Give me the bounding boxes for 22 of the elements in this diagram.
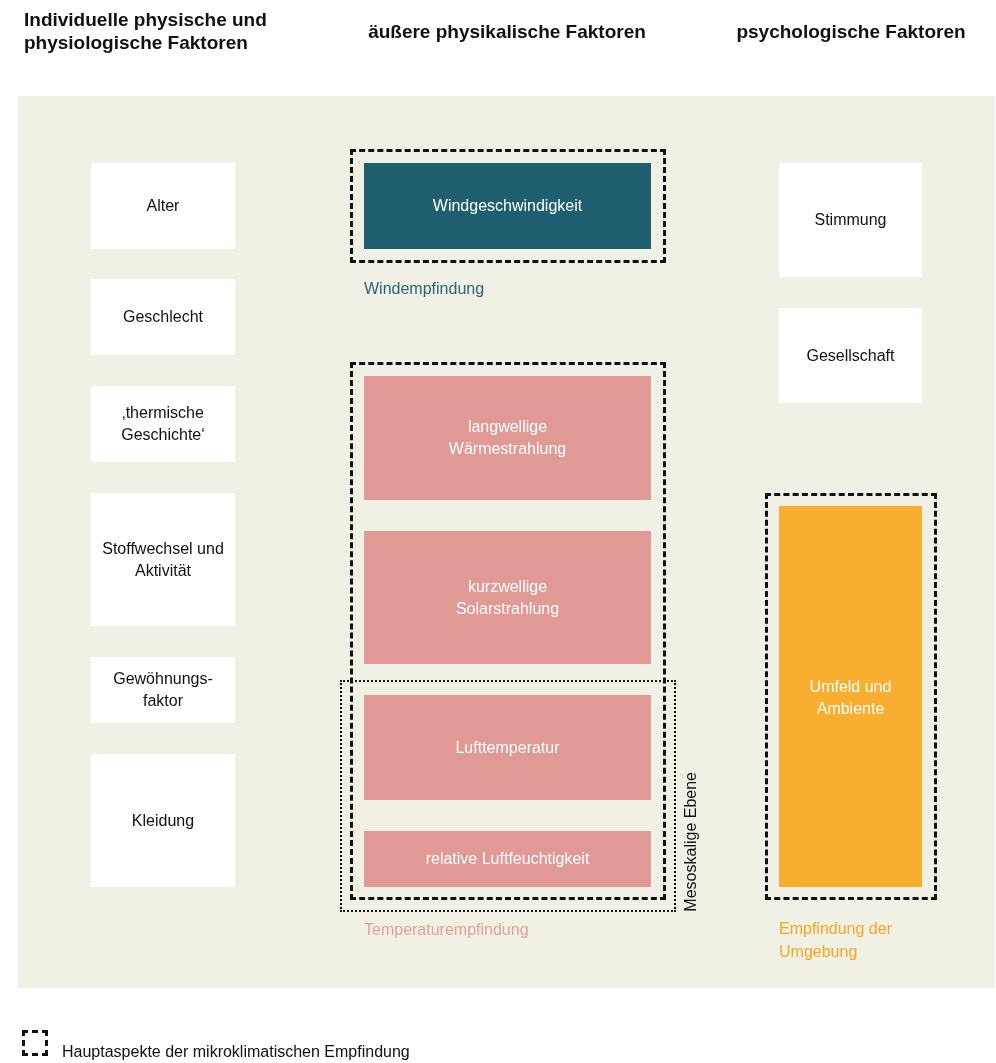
factor-box: Stoffwechsel und Aktivität — [91, 493, 235, 626]
factor-box: kurzwellige Solarstrahlung — [364, 531, 651, 664]
group-caption: Windempfindung — [364, 279, 486, 299]
factor-box: Alter — [91, 163, 235, 249]
factor-box: Windgeschwindigkeit — [364, 163, 651, 249]
factor-box: Kleidung — [91, 754, 235, 887]
vertical-label: Mesoskalige Ebene — [682, 772, 700, 912]
factor-box: ‚thermische Geschichte‘ — [91, 386, 235, 462]
factor-box: Gesellschaft — [779, 308, 922, 403]
factor-box: Gewöhnungs- faktor — [91, 657, 235, 723]
group-caption: Empfindung der Umgebung — [779, 919, 893, 962]
group-caption: Temperaturempfindung — [364, 920, 530, 940]
factor-box: langwellige Wärmestrahlung — [364, 376, 651, 500]
legend-text: Hauptaspekte der mikroklimatischen Empfindung — [62, 1042, 410, 1062]
column-heading: äußere physikalische Faktoren — [367, 20, 647, 43]
factor-box: Umfeld und Ambiente — [779, 506, 922, 887]
factor-box: Lufttemperatur — [364, 695, 651, 800]
factor-box: relative Luftfeuchtigkeit — [364, 831, 651, 887]
factor-box: Stimmung — [779, 163, 922, 277]
column-heading: psychologische Faktoren — [735, 20, 967, 43]
factor-box: Geschlecht — [91, 279, 235, 355]
column-heading: Individuelle physische und physiologische Faktoren — [24, 8, 268, 54]
